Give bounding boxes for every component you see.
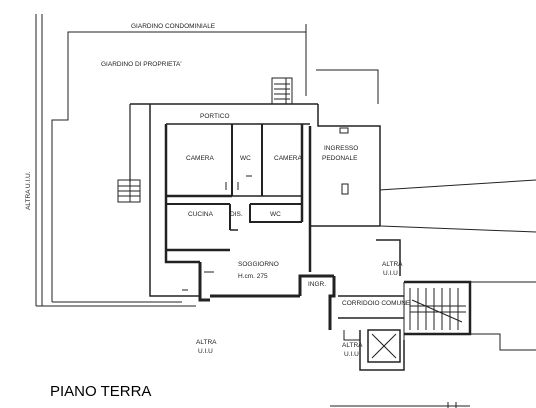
label-height-note: H.cm. 275 [238, 273, 268, 280]
label-altra-uiu-left: ALTRA U.I.U. [25, 171, 32, 210]
building-left-wall [149, 104, 200, 297]
right-stair [409, 288, 466, 330]
label-cucina: CUCINA [188, 211, 214, 218]
top-stair [271, 77, 293, 105]
label-altra-bottom-mid-2: U.I.U [344, 351, 359, 358]
feature-marker [341, 183, 349, 195]
feature-marker [339, 127, 349, 134]
label-giardino-proprieta: GIARDINO DI PROPRIETA' [101, 61, 182, 68]
label-altra-right-1: ALTRA [382, 261, 403, 268]
label-altra-bottom-mid-1: ALTRA [342, 342, 363, 349]
label-altra-right-2: U.I.U [383, 270, 398, 277]
label-soggiorno: SOGGIORNO [238, 261, 279, 268]
garden-boundary [67, 31, 307, 96]
label-wc-bottom: WC [270, 211, 281, 218]
label-portico: PORTICO [200, 113, 230, 120]
corridor-wall [328, 276, 336, 330]
label-camera-right: CAMERA [274, 155, 302, 162]
label-ingr: INGR. [308, 281, 326, 288]
label-ingresso: INGRESSO [324, 145, 358, 152]
property-garden-boundary [51, 88, 69, 302]
label-giardino-condominiale: GIARDINO CONDOMINIALE [131, 23, 216, 30]
plan-title: PIANO TERRA [50, 383, 151, 400]
right-garden-wall [316, 69, 379, 104]
left-stair [117, 179, 141, 203]
label-dis: DIS. [230, 211, 243, 218]
label-pedonale: PEDONALE [322, 155, 358, 162]
label-altra-bottom-left-2: U.I.U [198, 348, 213, 355]
label-altra-bottom-left-1: ALTRA [196, 339, 217, 346]
label-corridoio-comune: CORRIDOIO COMUNE [342, 300, 411, 307]
elevator-box [367, 329, 401, 363]
label-wc-top: WC [240, 155, 251, 162]
label-camera-left: CAMERA [186, 155, 214, 162]
right-boundary-line [379, 179, 536, 191]
